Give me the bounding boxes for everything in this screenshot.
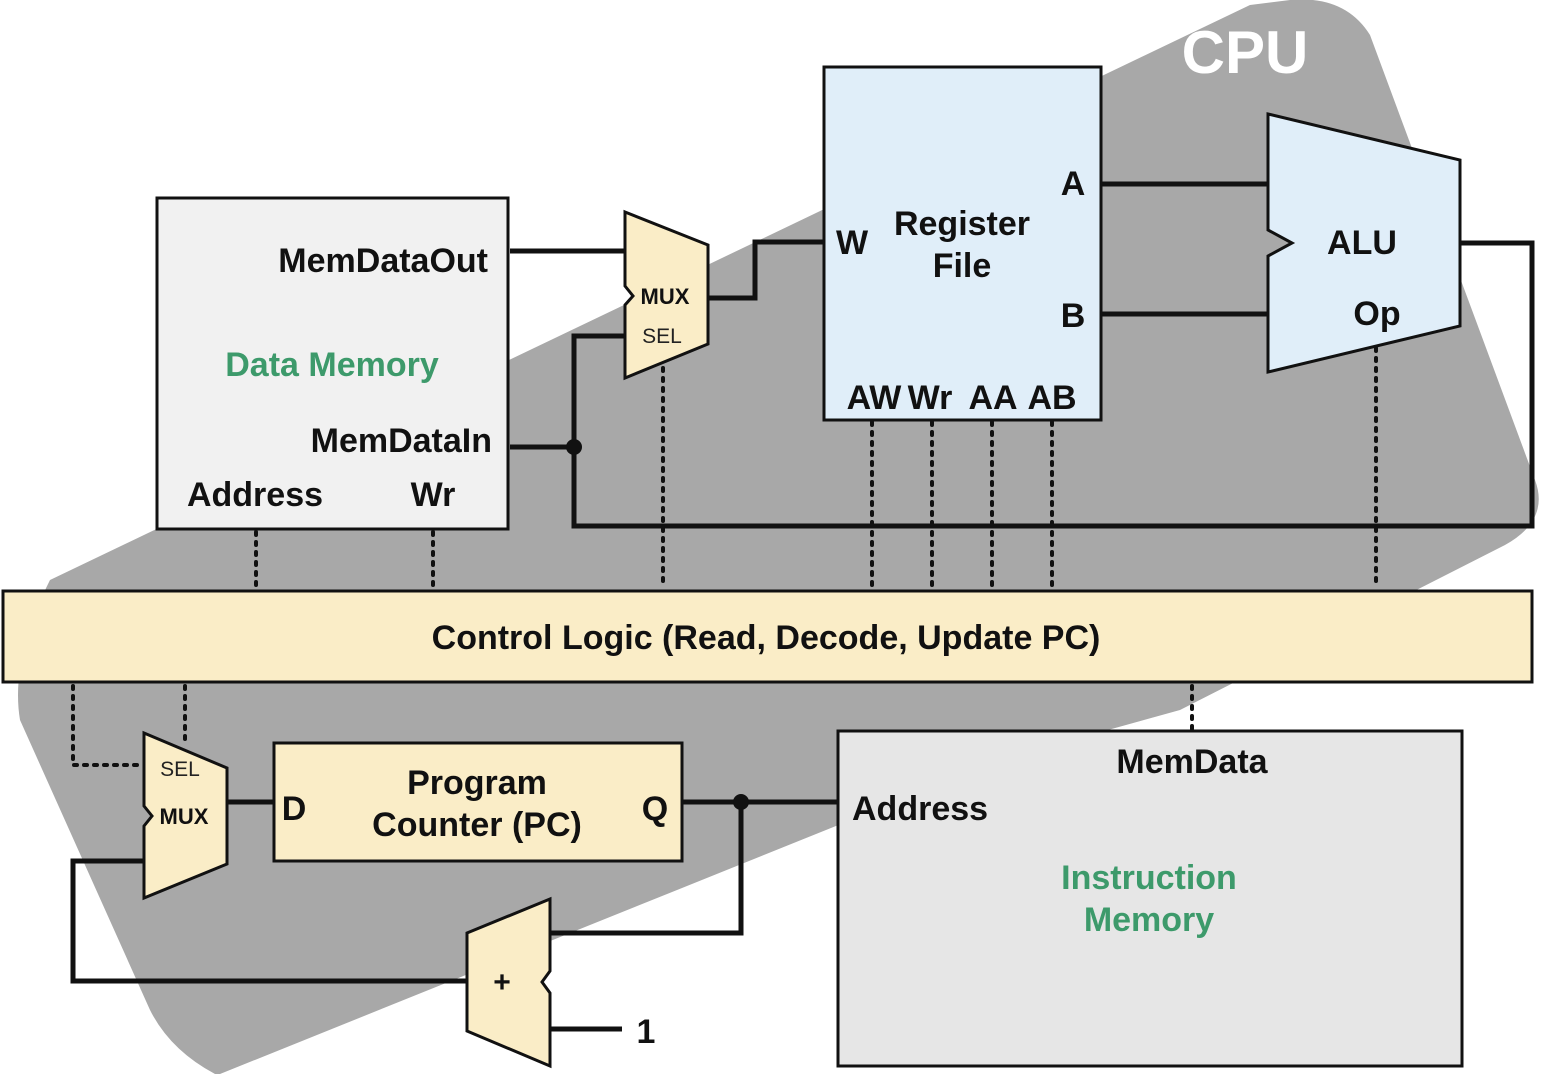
data-mux-shape <box>623 209 710 381</box>
pc-mux-sel: SEL <box>160 758 200 781</box>
register-wr-port: Wr <box>908 379 953 417</box>
program-counter: Program Counter (PC) D Q <box>272 741 684 863</box>
instruction-memory-box <box>836 729 1464 1068</box>
adder-plus-label: + <box>493 966 511 999</box>
data-memory-box <box>155 196 510 531</box>
register-file: Register File W A B AW Wr AA AB <box>822 65 1103 422</box>
data-memory: Data Memory MemDataOut MemDataIn Address… <box>155 196 510 531</box>
alu-shape <box>1266 112 1462 374</box>
pc-q-junction <box>733 794 749 810</box>
memdatain-port: MemDataIn <box>311 422 492 460</box>
program-counter-box <box>272 741 684 863</box>
memdatain-junction <box>566 439 582 455</box>
program-counter-title-line2: Counter (PC) <box>372 806 582 844</box>
register-aw-port: AW <box>847 379 903 417</box>
register-file-title-line1: Register <box>894 205 1030 243</box>
alu-op-port: Op <box>1353 295 1400 333</box>
pc-d-port: D <box>282 790 307 828</box>
data-memory-address-port: Address <box>187 476 323 514</box>
register-file-box <box>822 65 1103 422</box>
register-file-title-line2: File <box>933 247 992 285</box>
register-w-port: W <box>836 224 869 262</box>
instruction-memory-memdata-port: MemData <box>1116 743 1268 781</box>
alu-label: ALU <box>1327 224 1397 262</box>
control-wires <box>71 346 1378 767</box>
adder-constant-one: 1 <box>637 1013 656 1051</box>
pc-q-port: Q <box>642 790 668 828</box>
cpu-label: CPU <box>1182 19 1309 86</box>
data-mux-sel: SEL <box>642 325 682 348</box>
data-memory-title: Data Memory <box>225 346 439 384</box>
register-b-port: B <box>1061 297 1086 335</box>
memdataout-port: MemDataOut <box>278 242 488 280</box>
pc-mux-shape <box>142 730 229 901</box>
alu: ALU Op <box>1266 112 1462 374</box>
control-logic-box <box>1 589 1534 684</box>
register-ab-port: AB <box>1027 379 1076 417</box>
control-logic-label: Control Logic (Read, Decode, Update PC) <box>432 619 1101 657</box>
register-aa-port: AA <box>968 379 1017 417</box>
control-logic: Control Logic (Read, Decode, Update PC) <box>1 589 1534 684</box>
data-mux: MUX SEL <box>623 209 710 381</box>
register-a-port: A <box>1061 165 1086 203</box>
data-mux-label: MUX <box>641 284 690 309</box>
data-memory-wr-port: Wr <box>411 476 456 514</box>
pc-mux-label: MUX <box>160 804 209 829</box>
instruction-memory-title-line1: Instruction <box>1061 859 1237 897</box>
program-counter-title-line1: Program <box>407 764 547 802</box>
adder: + 1 <box>465 896 656 1069</box>
instruction-memory: MemData Address Instruction Memory <box>836 729 1464 1068</box>
pc-mux: SEL MUX <box>142 730 229 901</box>
adder-shape <box>465 896 552 1069</box>
instruction-memory-address-port: Address <box>852 790 988 828</box>
instruction-memory-title-line2: Memory <box>1084 901 1214 939</box>
